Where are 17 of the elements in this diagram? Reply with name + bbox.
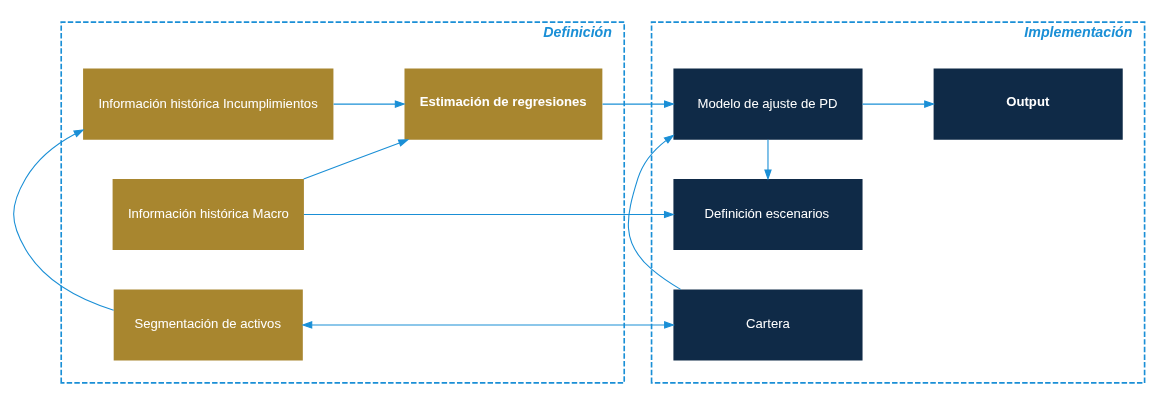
arrow xyxy=(764,139,772,181)
arrow xyxy=(301,321,675,329)
arrow xyxy=(862,100,936,108)
node-box: Información histórica Incumplimientos xyxy=(83,68,334,140)
arrow xyxy=(333,100,406,108)
node-box: Cartera xyxy=(673,289,863,361)
node-box: Output xyxy=(933,68,1123,140)
arrow xyxy=(13,129,115,311)
arrow xyxy=(303,210,675,219)
node-box: Segmentación de activos xyxy=(113,289,303,361)
node-box: Definición escenarios xyxy=(673,179,863,251)
arrow xyxy=(602,100,675,108)
node-box: Modelo de ajuste de PD xyxy=(673,68,863,140)
arrow xyxy=(627,134,682,290)
node-box: Estimación de regresiones xyxy=(404,68,603,140)
node-box: Información histórica Macro xyxy=(112,179,304,251)
arrow xyxy=(303,139,410,180)
